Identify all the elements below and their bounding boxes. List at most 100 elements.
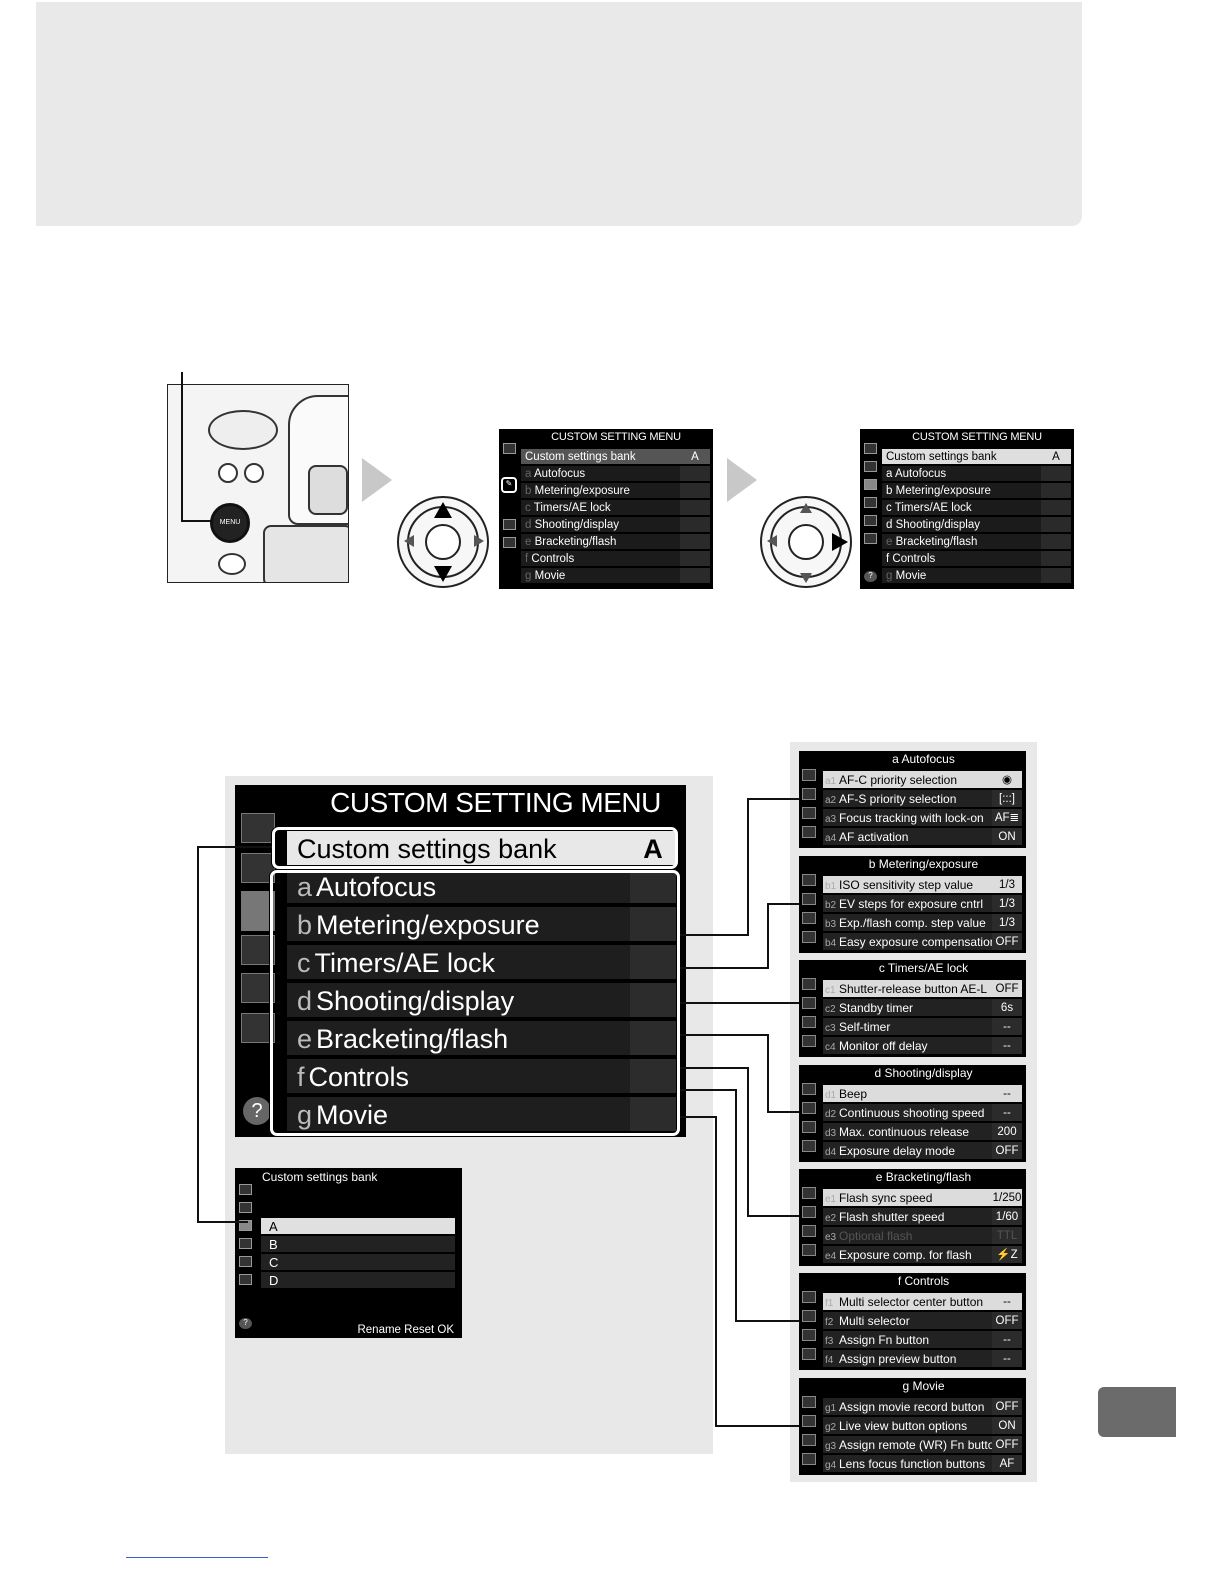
menu-button[interactable]: MENU bbox=[210, 503, 250, 543]
menu-row-g[interactable]: g Movie bbox=[882, 568, 1071, 584]
pencil-icon[interactable] bbox=[864, 479, 877, 490]
menu-row-f[interactable]: f Controls bbox=[521, 551, 710, 567]
multi-selector-right-icon bbox=[760, 496, 852, 588]
bank-highlight-frame bbox=[272, 827, 678, 869]
camera-icon bbox=[864, 461, 877, 472]
menu-row-b[interactable]: b Metering/exposure bbox=[882, 483, 1071, 499]
bank-option[interactable]: C bbox=[261, 1254, 455, 1271]
menu-row-f[interactable]: f Controls bbox=[882, 551, 1071, 567]
setting-value: OFF bbox=[992, 1436, 1022, 1453]
bank-option[interactable]: A bbox=[261, 1218, 455, 1235]
menu-row-a[interactable]: a Autofocus bbox=[521, 466, 710, 482]
arrow-right-icon bbox=[727, 458, 757, 502]
menu-tab-icons bbox=[802, 978, 819, 1054]
menu-tab-icon bbox=[802, 807, 816, 819]
setting-value: -- bbox=[992, 1018, 1022, 1035]
menu-row-d[interactable]: d Shooting/display bbox=[882, 517, 1071, 533]
menu-tab-icon bbox=[802, 1434, 816, 1446]
dialog-title: Custom settings bank bbox=[262, 1170, 378, 1184]
setting-label: Assign preview button bbox=[839, 1352, 957, 1366]
menu-row-d[interactable]: d Shooting/display bbox=[521, 517, 710, 533]
bank-option[interactable]: D bbox=[261, 1272, 455, 1289]
setting-value: -- bbox=[992, 1293, 1022, 1310]
setting-code: c2 bbox=[825, 1004, 836, 1015]
bank-option[interactable]: B bbox=[261, 1236, 455, 1253]
pencil-icon[interactable] bbox=[241, 891, 275, 931]
menu-row-c[interactable]: c Timers/AE lock bbox=[521, 500, 710, 516]
menu-row-e[interactable]: e Bracketing/flash bbox=[882, 534, 1071, 550]
setting-label: AF-C priority selection bbox=[839, 773, 958, 787]
menu-row-g[interactable]: g Movie bbox=[521, 568, 710, 584]
menu-row-e[interactable]: e Bracketing/flash bbox=[521, 534, 710, 550]
setting-code: f4 bbox=[825, 1355, 834, 1366]
setting-code: f1 bbox=[825, 1298, 834, 1309]
menu-tab-icons bbox=[802, 874, 819, 950]
setting-value: -- bbox=[992, 1037, 1022, 1054]
setting-label: Assign remote (WR) Fn button bbox=[839, 1438, 1002, 1452]
setting-label: Assign Fn button bbox=[839, 1333, 930, 1347]
setting-value: -- bbox=[992, 1104, 1022, 1121]
menu-tab-icon bbox=[802, 1016, 816, 1028]
menu-tab-icon bbox=[802, 1291, 816, 1303]
setting-code: g1 bbox=[825, 1403, 837, 1414]
section-tab bbox=[1098, 1387, 1176, 1437]
menu-tab-icon bbox=[802, 1415, 816, 1427]
menu-row-b[interactable]: b Metering/exposure bbox=[521, 483, 710, 499]
panel-title: g Movie bbox=[902, 1379, 945, 1393]
setting-label: Exposure delay mode bbox=[839, 1144, 956, 1158]
pencil-icon bbox=[239, 1220, 252, 1231]
menu-row-c[interactable]: c Timers/AE lock bbox=[882, 500, 1071, 516]
setting-code: d1 bbox=[825, 1090, 837, 1101]
camera-back-illustration: MENU bbox=[167, 384, 349, 583]
setting-code: b2 bbox=[825, 900, 837, 911]
menu-tab-icon bbox=[802, 1225, 816, 1237]
menu-tab-icon bbox=[802, 1453, 816, 1465]
pencil-icon[interactable]: ✎ bbox=[501, 477, 517, 493]
menu-title: CUSTOM SETTING MENU bbox=[551, 431, 681, 443]
groups-highlight-frame bbox=[270, 870, 680, 1136]
setting-code: e4 bbox=[825, 1251, 837, 1262]
menu-tab-icon bbox=[802, 1329, 816, 1341]
menu-tab-icon bbox=[802, 1310, 816, 1322]
menu-row-a[interactable]: a Autofocus bbox=[882, 466, 1071, 482]
